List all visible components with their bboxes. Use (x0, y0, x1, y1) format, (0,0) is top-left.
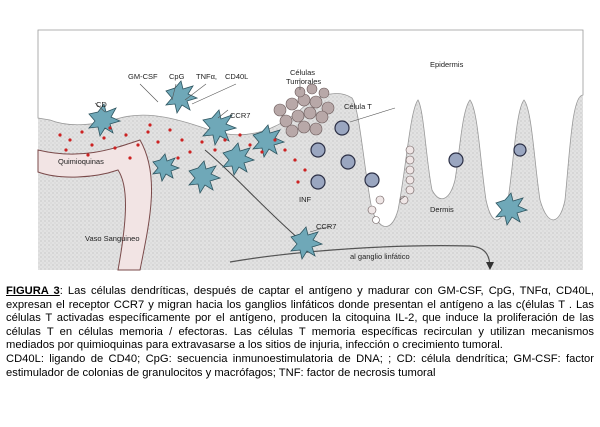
label-vaso-sanguineo: Vaso Sanguineo (85, 234, 140, 243)
chemokine-dots (58, 123, 307, 184)
label-cd40l: CD40L (225, 72, 249, 81)
epidermis-layer (37, 29, 584, 227)
tumor-cell-mass (273, 83, 335, 138)
lymphatic-arrow (486, 262, 494, 270)
label-celulas-tumorales-2: Tumorales (286, 77, 322, 86)
label-epidermis: Epidermis (430, 60, 464, 69)
cell-chain (367, 145, 415, 224)
label-quimioquinas: Quimioquinas (58, 157, 104, 166)
label-ccr7-top: CCR7 (230, 111, 251, 120)
caption-paragraph-2: CD40L: ligando de CD40; CpG: secuencia i… (6, 353, 594, 380)
label-celula-t: Célula T (344, 102, 372, 111)
lymphatic-vessel (229, 245, 491, 269)
label-tnf: TNFα, (196, 72, 217, 81)
t-cells (310, 120, 527, 190)
label-gm-csf: GM-CSF (128, 72, 158, 81)
diagram-illustration (37, 29, 584, 271)
cytokine-leaders (94, 78, 406, 233)
dendritic-cells (88, 80, 529, 261)
diagram-figure (37, 29, 584, 271)
caption-text-1: : Las células dendríticas, después de ca… (6, 285, 594, 352)
label-cd: CD (96, 100, 107, 109)
label-celulas-tumorales-1: Células (290, 68, 316, 77)
label-cpg: CpG (169, 72, 185, 81)
label-dermis: Dermis (430, 205, 454, 214)
label-ccr7-bottom: CCR7 (316, 222, 337, 231)
label-inf: INF (299, 195, 312, 204)
label-al-ganglio: al ganglio linfático (350, 252, 410, 261)
caption-text-2: CD40L: ligando de CD40; CpG: secuencia i… (6, 352, 594, 379)
migration-arrow (204, 149, 301, 241)
figure-number: FIGURA 3 (6, 285, 60, 297)
figure-caption: FIGURA 3: Las células dendríticas, despu… (6, 285, 594, 380)
caption-paragraph-1: FIGURA 3: Las células dendríticas, despu… (6, 285, 594, 353)
